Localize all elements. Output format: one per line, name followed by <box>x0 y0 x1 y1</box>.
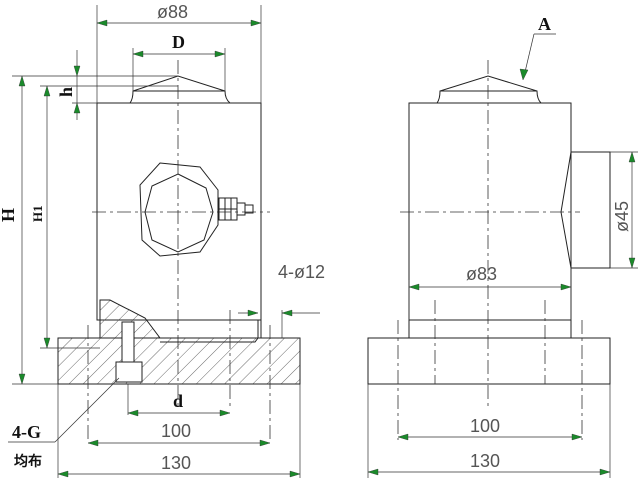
note-4-G: 4-G <box>12 422 41 442</box>
dim-100-left: 100 <box>161 421 191 441</box>
dim-H1: H1 <box>30 205 45 222</box>
dim-4-phi12: 4-ø12 <box>278 262 325 282</box>
dim-h: h <box>56 87 76 97</box>
left-dimensions: ø88 D h H H1 4-ø12 d 100 130 4-G 均布 <box>0 2 325 478</box>
right-dimensions: ø83 ø45 100 130 A <box>367 14 638 478</box>
note-uniform: 均布 <box>14 453 42 470</box>
dim-phi45: ø45 <box>612 201 632 232</box>
dim-130-left: 130 <box>161 453 191 473</box>
dim-phi83: ø83 <box>466 264 497 284</box>
dim-100-right: 100 <box>470 416 500 436</box>
dim-D: D <box>172 32 185 52</box>
side-view <box>367 60 611 440</box>
front-section-view <box>57 60 301 440</box>
label-A: A <box>538 14 551 34</box>
dim-d: d <box>173 391 183 411</box>
dim-H: H <box>0 208 18 222</box>
dim-130-right: 130 <box>470 451 500 471</box>
dim-phi88: ø88 <box>157 2 188 22</box>
